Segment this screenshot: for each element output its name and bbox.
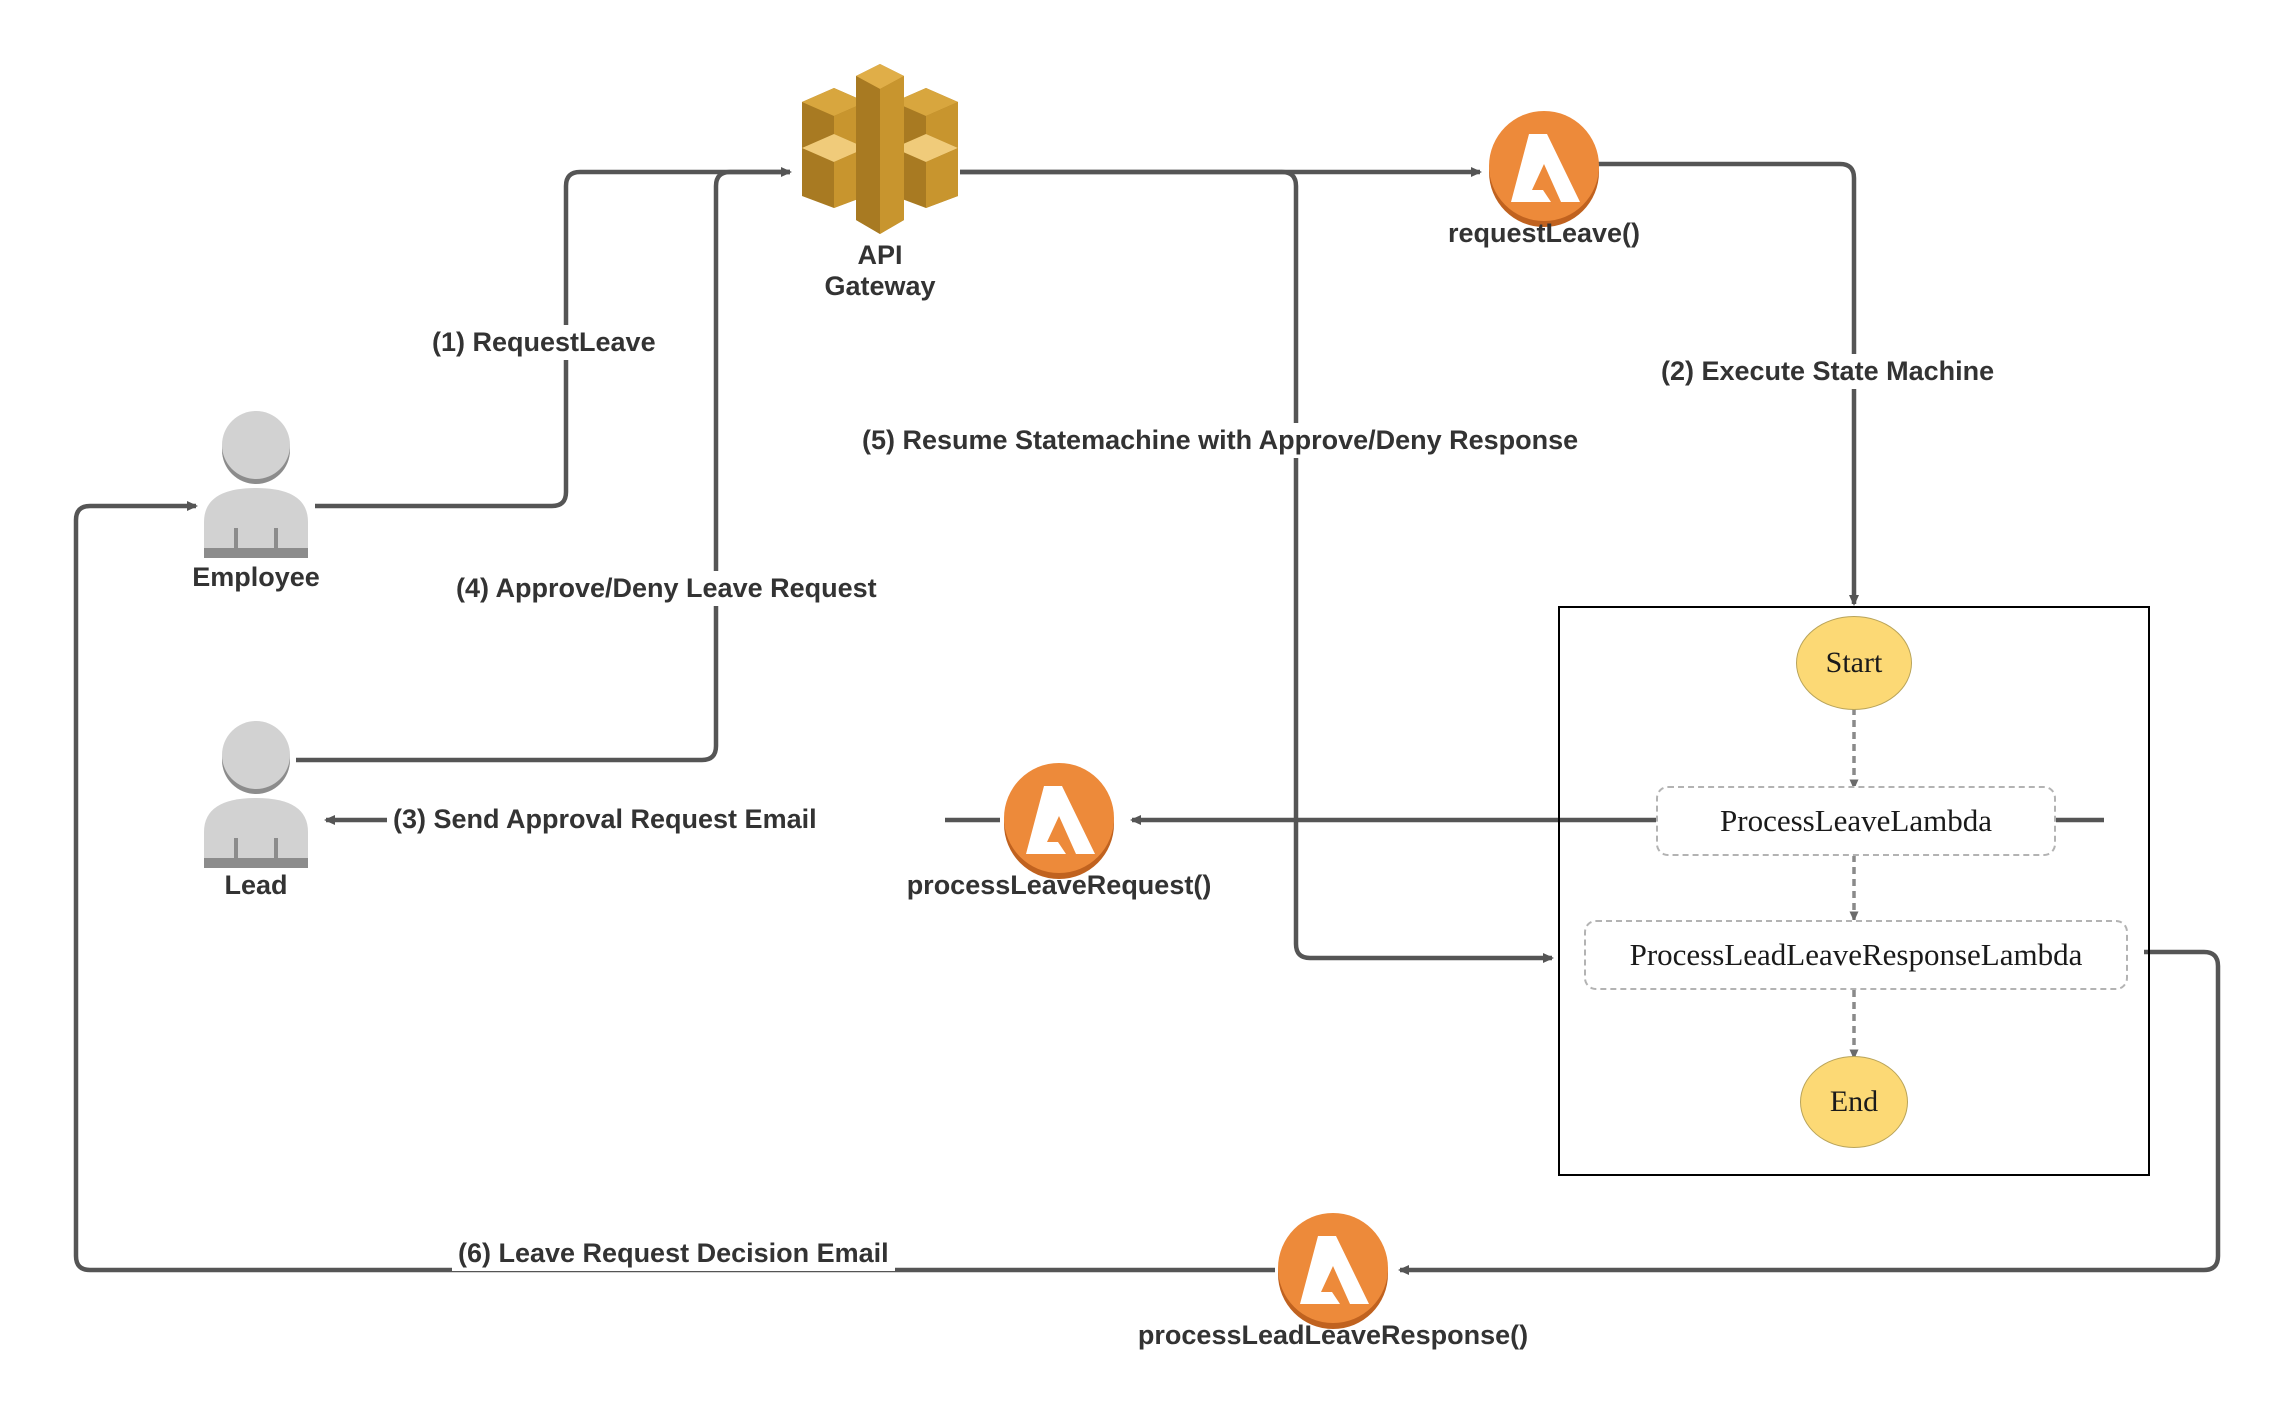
employee-label: Employee xyxy=(192,562,320,592)
flow-label-1-text: (1) RequestLeave xyxy=(432,327,656,357)
api-gateway-icon[interactable] xyxy=(800,62,960,237)
flow-label-6-text: (6) Leave Request Decision Email xyxy=(458,1238,889,1268)
process-leave-request-label: processLeaveRequest() xyxy=(906,870,1212,900)
api-gateway-caption-line2: Gateway xyxy=(824,271,936,302)
user-icon-lead[interactable] xyxy=(196,720,316,870)
flow-label-4-text: (4) Approve/Deny Leave Request xyxy=(456,573,877,603)
state-machine-end-label: End xyxy=(1829,1085,1879,1118)
connector-lead-to-apigw xyxy=(296,169,790,763)
flow-label-6-leave-request-decision-email: (6) Leave Request Decision Email xyxy=(452,1236,895,1272)
connector-apigw-to-resume-statemachine xyxy=(960,169,1554,963)
flow-label-2-execute-state-machine: (2) Execute State Machine xyxy=(1655,354,2001,390)
process-lead-leave-response-caption: processLeadLeaveResponse() xyxy=(1083,1320,1583,1351)
connector-statemachine-to-processleadleaveresponse xyxy=(1398,949,2221,1275)
connector-requestleave-to-statemachine xyxy=(1598,161,1859,606)
request-leave-caption: requestLeave() xyxy=(1394,218,1694,249)
flow-label-3-text: (3) Send Approval Request Email xyxy=(393,804,817,834)
employee-caption: Employee xyxy=(156,562,356,593)
flow-label-2-text: (2) Execute State Machine xyxy=(1661,356,1995,386)
user-icon-employee[interactable] xyxy=(196,410,316,560)
state-machine-task-label: ProcessLeadLeaveResponseLambda xyxy=(1629,937,2083,972)
lambda-icon-process-leave-request[interactable] xyxy=(1000,762,1118,880)
lambda-icon-request-leave[interactable] xyxy=(1485,110,1603,228)
state-machine-end-node: End xyxy=(1800,1056,1908,1148)
state-machine-start-node: Start xyxy=(1796,616,1912,710)
state-machine-container xyxy=(1558,606,2150,1176)
connector-processleadleaveresponse-to-employee xyxy=(73,501,1275,1273)
process-lead-leave-response-label: processLeadLeaveResponse() xyxy=(1137,1320,1529,1350)
state-machine-start-label: Start xyxy=(1825,646,1883,679)
flow-label-5-text: (5) Resume Statemachine with Approve/Den… xyxy=(862,425,1579,455)
state-machine-task-label: ProcessLeaveLambda xyxy=(1720,803,1992,838)
state-machine-task-process-lead-leave-response-lambda[interactable]: ProcessLeadLeaveResponseLambda xyxy=(1584,920,2128,990)
request-leave-label: requestLeave() xyxy=(1447,218,1641,248)
flow-label-5-resume-statemachine: (5) Resume Statemachine with Approve/Den… xyxy=(856,423,1585,459)
api-gateway-caption: API Gateway xyxy=(780,240,980,302)
api-gateway-caption-line1: API xyxy=(857,240,903,270)
lead-label: Lead xyxy=(224,870,288,900)
flow-label-4-approve-deny-leave-request: (4) Approve/Deny Leave Request xyxy=(450,571,883,607)
lambda-icon-process-lead-leave-response[interactable] xyxy=(1274,1212,1392,1330)
flow-label-1-request-leave: (1) RequestLeave xyxy=(426,325,662,361)
lead-caption: Lead xyxy=(176,870,336,901)
state-machine-task-process-leave-lambda[interactable]: ProcessLeaveLambda xyxy=(1656,786,2056,856)
process-leave-request-caption: processLeaveRequest() xyxy=(859,870,1259,901)
flow-label-3-send-approval-request-email: (3) Send Approval Request Email xyxy=(387,802,823,838)
